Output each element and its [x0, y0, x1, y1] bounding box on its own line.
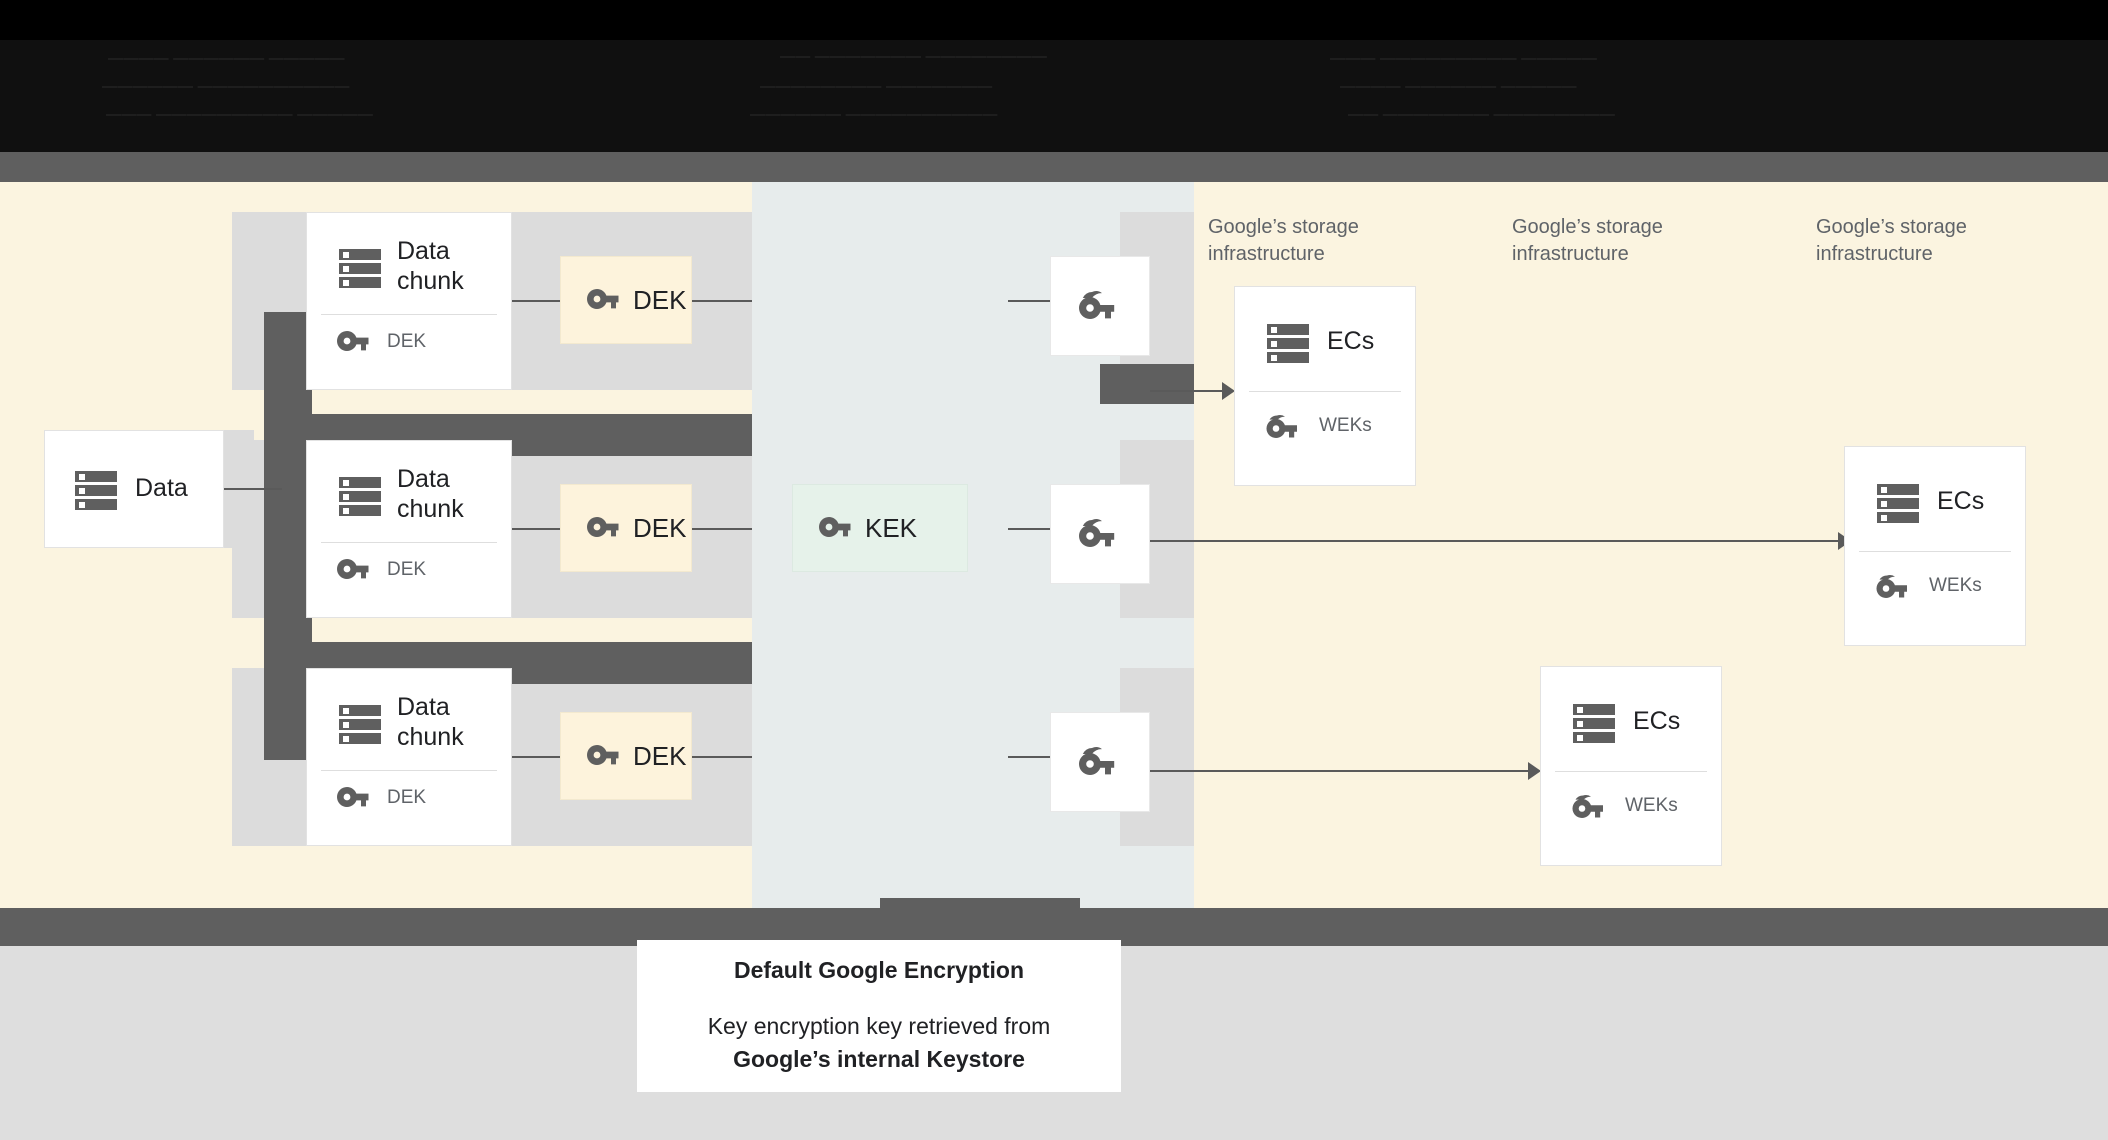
obscured-text-line: —————— —————————— — [750, 106, 998, 123]
connector-kek-to-wek2 — [1008, 528, 1050, 530]
obscured-text-line: —— ——————— ———————— — [1348, 106, 1616, 123]
wrapped-key-box-1[interactable] — [1050, 256, 1150, 356]
card-divider — [1249, 391, 1401, 392]
ecs-box-1[interactable]: ECs WEKs — [1234, 286, 1416, 486]
dek-chip-label: DEK — [633, 740, 687, 771]
key-icon — [337, 331, 371, 353]
ecs-title: ECs — [1633, 707, 1681, 736]
diagram-canvas: Data Data chunk DEK Data chunk DEK — [0, 182, 2108, 908]
chunk-key-label: DEK — [387, 787, 427, 808]
bottom-divider-bar — [0, 908, 2108, 946]
data-chunk-card-1[interactable]: Data chunk DEK — [306, 212, 512, 390]
key-icon — [1571, 794, 1609, 818]
obscured-text-line: ——— ————————— ————— — [106, 106, 374, 123]
caption-body-line1: Key encryption key retrieved from — [707, 1012, 1051, 1039]
storage-icon — [73, 466, 119, 512]
ecs-title: ECs — [1937, 487, 1985, 516]
chunk-title: Data chunk — [397, 237, 464, 295]
connector-chunk1-dek1 — [512, 300, 560, 302]
arrow-line-3 — [1150, 770, 1530, 772]
infra-label-2: Google’s storage infrastructure — [1512, 216, 1663, 265]
key-icon — [337, 787, 371, 809]
obscured-text-line: ——— ————————— ————— — [1330, 50, 1598, 67]
connector-kek-to-wek1 — [1008, 300, 1050, 302]
key-icon — [819, 517, 853, 539]
storage-icon — [1265, 319, 1311, 365]
caption-body: Key encryption key retrieved from Google… — [708, 1010, 1051, 1075]
chunk-title: Data chunk — [397, 465, 464, 523]
obscured-text-line: —— ——————— ———————— — [780, 48, 1048, 65]
arrow-line-2 — [1150, 540, 1840, 542]
ecs-key-label: WEKs — [1319, 415, 1372, 436]
wrapped-key-box-2[interactable] — [1050, 484, 1150, 584]
chunk-key-label: DEK — [387, 331, 427, 352]
data-box-label: Data — [135, 474, 188, 503]
storage-icon — [337, 472, 383, 518]
ecs-title: ECs — [1327, 327, 1375, 356]
obscured-header-text-region: ———— —————— ————— —— ——————— ———————— ——… — [0, 40, 2108, 152]
connector-chunk3-dek3 — [512, 756, 560, 758]
ecs-key-label: WEKs — [1625, 795, 1678, 816]
data-box[interactable]: Data — [44, 430, 224, 548]
arrow-head-1 — [1222, 382, 1235, 400]
data-chunk-card-2[interactable]: Data chunk DEK — [306, 440, 512, 618]
infra-label-3: Google’s storage infrastructure — [1816, 216, 1967, 265]
arrow-line-1 — [1150, 390, 1224, 392]
card-divider — [321, 314, 497, 315]
occluder-arrow-1 — [1100, 364, 1194, 404]
dek-chip-label: DEK — [633, 284, 687, 315]
key-icon — [1875, 574, 1913, 598]
caption-card: Default Google Encryption Key encryption… — [637, 940, 1121, 1092]
storage-icon — [1875, 479, 1921, 525]
double-key-icon — [1076, 517, 1124, 551]
key-icon — [1265, 414, 1303, 438]
connector-dek2-band — [692, 528, 752, 530]
connector-kek-to-wek3 — [1008, 756, 1050, 758]
ecs-box-2[interactable]: ECs WEKs — [1844, 446, 2026, 646]
key-icon — [587, 745, 621, 767]
connector-data-to-chunks — [224, 488, 282, 490]
key-icon — [587, 289, 621, 311]
arrow-head-3 — [1528, 762, 1541, 780]
obscured-text-line: —————— —————————— — [102, 78, 350, 95]
wrapped-key-box-3[interactable] — [1050, 712, 1150, 812]
obscured-text-line: ———————— ——————— — [760, 78, 993, 95]
card-divider — [321, 542, 497, 543]
window-top-black-bar — [0, 0, 2108, 40]
dek-chip-3[interactable]: DEK — [560, 712, 692, 800]
kek-chip[interactable]: KEK — [792, 484, 968, 572]
ecs-key-label: WEKs — [1929, 575, 1982, 596]
occluder-bottom — [880, 898, 1080, 908]
dek-chip-2[interactable]: DEK — [560, 484, 692, 572]
kek-chip-label: KEK — [865, 512, 918, 543]
double-key-icon — [1076, 289, 1124, 323]
storage-icon — [337, 244, 383, 290]
obscured-text-line: ———— —————— ————— — [108, 50, 345, 67]
card-divider — [1555, 771, 1707, 772]
chunk-key-label: DEK — [387, 559, 427, 580]
card-divider — [1859, 551, 2011, 552]
infra-label-1: Google’s storage infrastructure — [1208, 216, 1359, 265]
storage-icon — [1571, 699, 1617, 745]
card-divider — [321, 770, 497, 771]
obscured-text-line: ———— —————— ————— — [1340, 78, 1577, 95]
dek-chip-1[interactable]: DEK — [560, 256, 692, 344]
ecs-box-3[interactable]: ECs WEKs — [1540, 666, 1722, 866]
caption-body-line2: Google’s internal Keystore — [733, 1045, 1025, 1072]
connector-chunk2-dek2 — [512, 528, 560, 530]
dek-chip-label: DEK — [633, 512, 687, 543]
chunk-title: Data chunk — [397, 693, 464, 751]
key-icon — [337, 559, 371, 581]
caption-title: Default Google Encryption — [733, 956, 1025, 983]
header-divider-notch — [253, 152, 756, 162]
double-key-icon — [1076, 745, 1124, 779]
connector-dek3-band — [692, 756, 752, 758]
storage-icon — [337, 700, 383, 746]
data-chunk-card-3[interactable]: Data chunk DEK — [306, 668, 512, 846]
key-icon — [587, 517, 621, 539]
connector-dek1-band — [692, 300, 752, 302]
occluder-vertical — [264, 312, 312, 760]
